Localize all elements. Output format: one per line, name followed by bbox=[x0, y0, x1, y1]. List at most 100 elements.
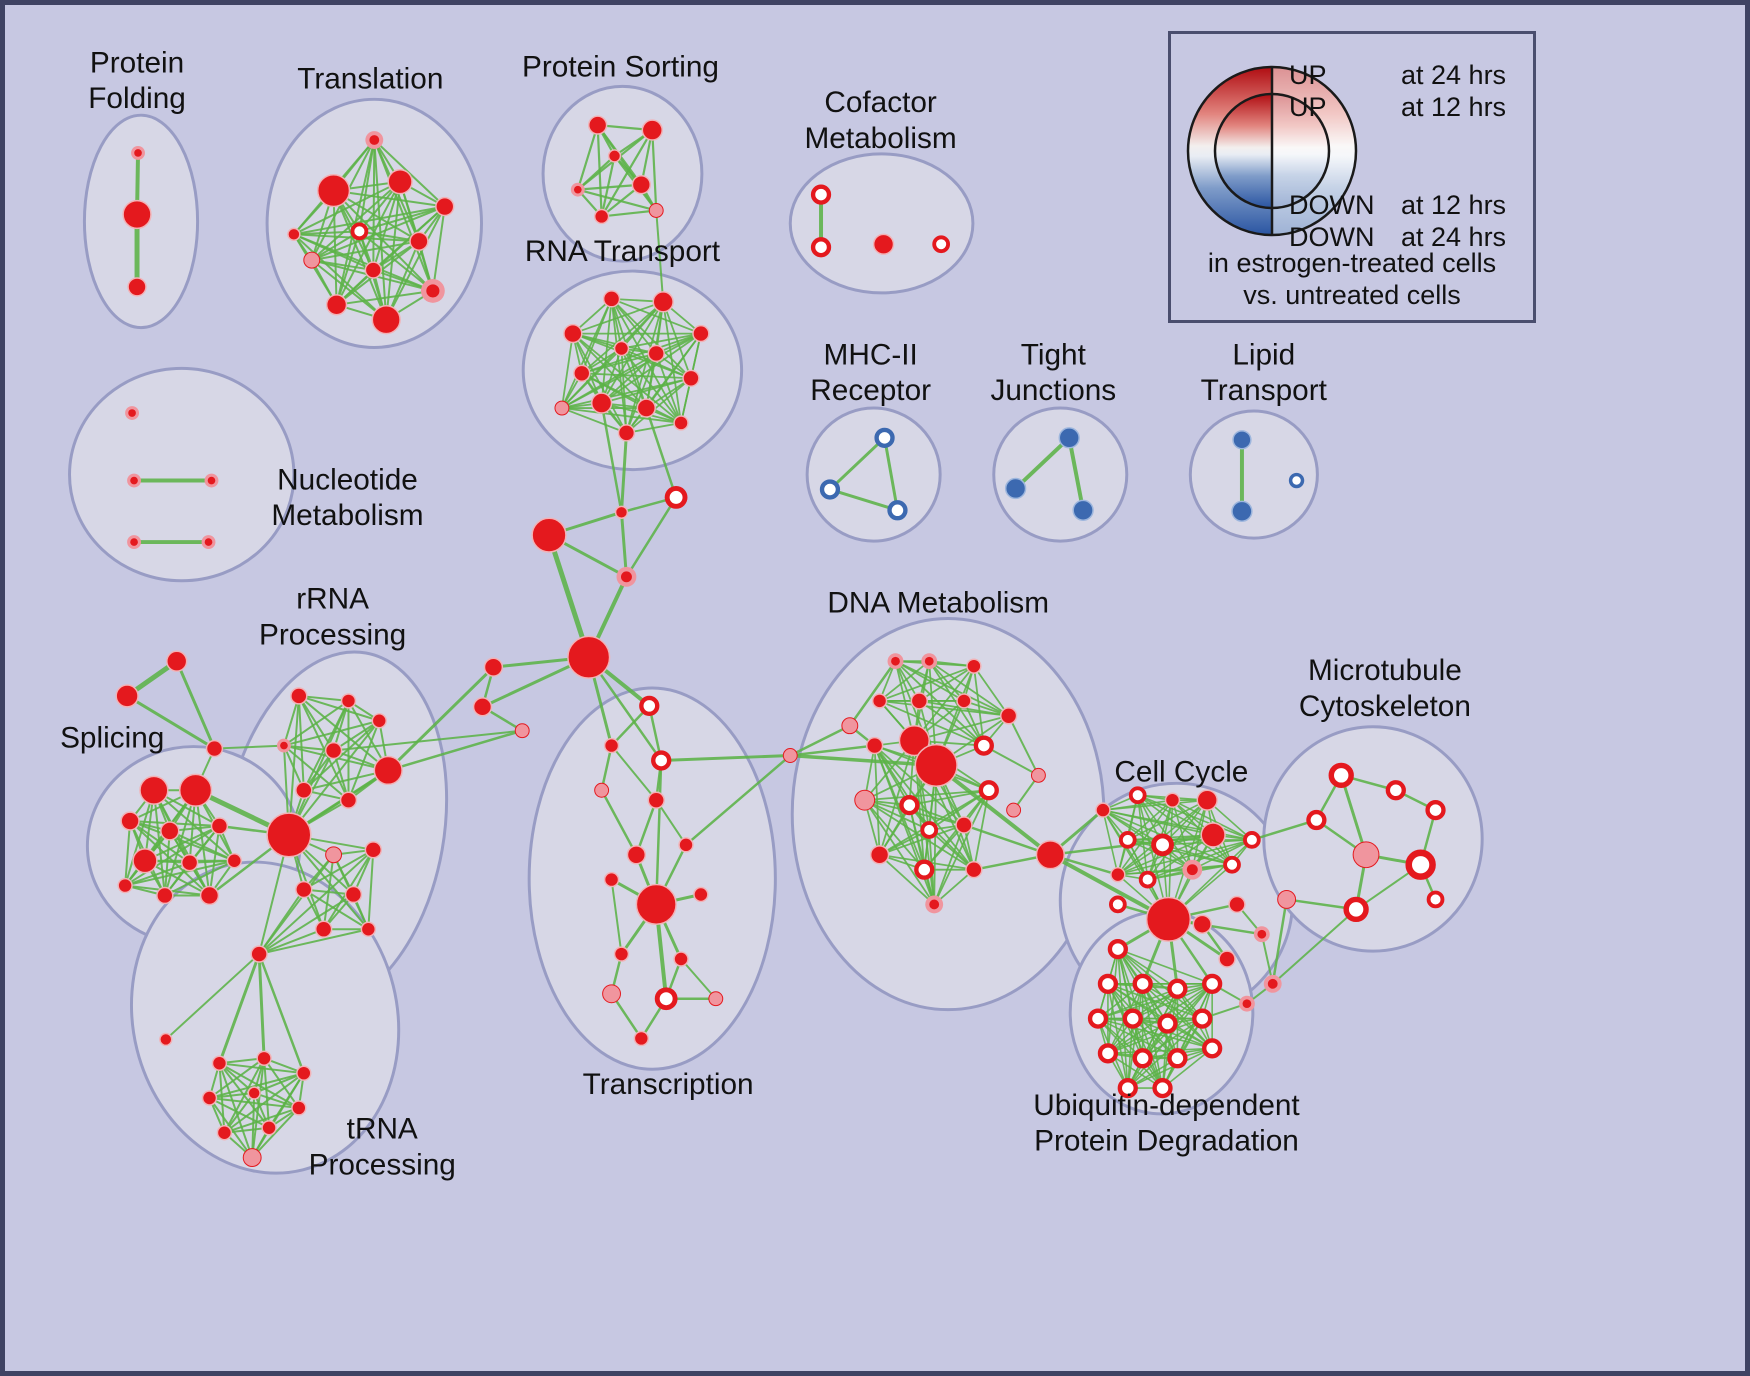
network-edge bbox=[878, 853, 936, 906]
network-node bbox=[1145, 896, 1192, 942]
network-edge bbox=[973, 665, 1010, 717]
network-node bbox=[1164, 792, 1181, 808]
network-node bbox=[340, 693, 357, 709]
network-edge bbox=[1097, 988, 1179, 1020]
network-node bbox=[869, 845, 890, 865]
network-edge bbox=[918, 665, 975, 702]
network-node bbox=[303, 251, 321, 269]
network-edge bbox=[1107, 1022, 1169, 1055]
network-node bbox=[132, 848, 158, 874]
network-node bbox=[1132, 1048, 1153, 1069]
network-node bbox=[325, 846, 343, 864]
network-edge bbox=[297, 694, 305, 792]
network-edge bbox=[292, 233, 338, 306]
network-node bbox=[287, 227, 301, 242]
network-node bbox=[692, 324, 710, 343]
network-node-core bbox=[620, 571, 632, 583]
network-edge bbox=[257, 952, 306, 1075]
network-node bbox=[1110, 866, 1126, 883]
network-edge bbox=[655, 799, 688, 846]
network-node bbox=[1108, 895, 1127, 914]
network-edge bbox=[143, 824, 221, 862]
network-node bbox=[965, 860, 983, 879]
network-edge bbox=[1126, 1017, 1134, 1089]
network-edge bbox=[1107, 948, 1119, 1055]
network-edge bbox=[894, 660, 985, 747]
network-edge bbox=[1271, 908, 1358, 985]
network-edge bbox=[258, 893, 355, 956]
network-node-core bbox=[929, 899, 940, 910]
cluster-transcription bbox=[527, 686, 777, 1071]
network-node bbox=[1004, 477, 1027, 500]
network-node bbox=[652, 291, 674, 313]
network-edge bbox=[1107, 983, 1213, 1050]
network-node bbox=[664, 486, 688, 509]
network-edge bbox=[933, 789, 990, 906]
network-edge bbox=[124, 861, 191, 887]
network-node bbox=[654, 987, 678, 1011]
cluster-label-translation: Translation bbox=[297, 62, 443, 95]
legend-time-label: at 12 hrs bbox=[1401, 92, 1507, 122]
network-node bbox=[291, 1100, 307, 1116]
network-edge bbox=[1117, 799, 1174, 876]
network-node bbox=[626, 845, 647, 865]
network-node bbox=[1118, 831, 1137, 849]
network-edge bbox=[347, 719, 381, 802]
network-node-core bbox=[280, 741, 288, 750]
network-node-core bbox=[207, 476, 216, 485]
network-edge bbox=[287, 699, 350, 836]
network-node bbox=[594, 782, 610, 798]
network-edge bbox=[878, 700, 985, 747]
network-node bbox=[250, 945, 268, 963]
network-node bbox=[887, 500, 908, 521]
network-edge bbox=[292, 205, 446, 236]
network-node bbox=[1167, 978, 1188, 999]
network-edge bbox=[373, 139, 434, 292]
network-edge bbox=[431, 205, 446, 292]
network-edge bbox=[625, 352, 658, 434]
legend-footer-line2: vs. untreated cells bbox=[1243, 280, 1461, 310]
legend-row-up-24: UP at 24 hrs bbox=[1289, 60, 1533, 90]
network-edge bbox=[873, 744, 975, 871]
network-node bbox=[1196, 789, 1218, 811]
network-node bbox=[810, 237, 832, 258]
network-node bbox=[242, 1148, 262, 1167]
network-edge bbox=[282, 719, 381, 747]
network-edge bbox=[292, 230, 361, 236]
network-node bbox=[567, 635, 611, 679]
network-edge bbox=[610, 744, 658, 802]
network-node bbox=[871, 693, 888, 709]
legend-direction-label: DOWN bbox=[1289, 190, 1375, 220]
network-node bbox=[139, 775, 169, 805]
network-edge bbox=[385, 205, 446, 321]
network-edge bbox=[928, 660, 985, 747]
network-node bbox=[693, 886, 709, 903]
network-node bbox=[1087, 1008, 1109, 1029]
network-node bbox=[290, 687, 308, 705]
network-edge bbox=[302, 848, 375, 891]
network-edge bbox=[561, 352, 658, 409]
network-node bbox=[955, 816, 973, 834]
network-edge bbox=[645, 406, 678, 499]
network-edge bbox=[335, 230, 361, 306]
network-node bbox=[387, 169, 413, 195]
network-node bbox=[483, 657, 504, 677]
network-edge bbox=[561, 377, 692, 409]
network-node bbox=[180, 854, 199, 872]
network-edge bbox=[258, 928, 370, 956]
network-edge bbox=[258, 848, 375, 956]
network-node bbox=[1218, 950, 1236, 968]
network-edge bbox=[297, 694, 350, 802]
network-node-core bbox=[369, 135, 380, 145]
network-edge bbox=[561, 332, 574, 409]
network-edge bbox=[620, 347, 628, 434]
network-node bbox=[1288, 472, 1305, 489]
network-edge bbox=[1191, 839, 1253, 871]
legend-row-down-24: DOWN at 24 hrs bbox=[1289, 222, 1533, 252]
network-edge bbox=[655, 209, 665, 303]
cluster-label-rna-transport: RNA Transport bbox=[525, 235, 721, 268]
network-node bbox=[573, 364, 591, 382]
network-edge bbox=[1117, 948, 1213, 985]
